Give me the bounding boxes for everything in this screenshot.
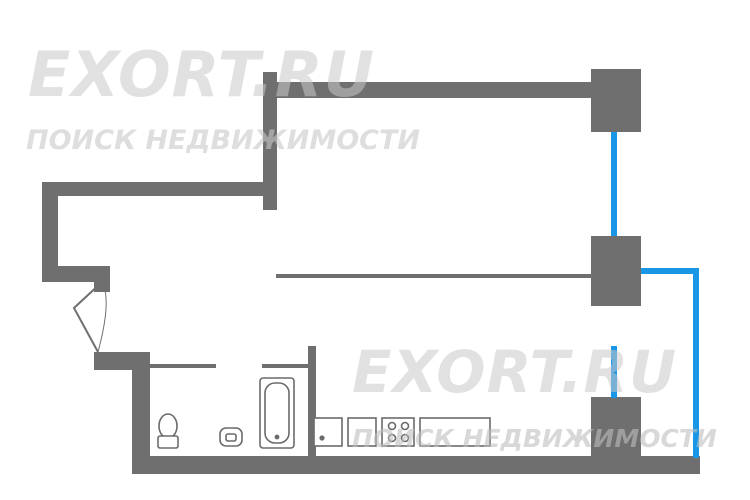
wall-room-divider [276, 274, 594, 278]
wall-bath-left [132, 352, 150, 474]
column-middle [591, 236, 641, 306]
window-lower [611, 346, 617, 398]
wall-bath-partition [150, 364, 216, 368]
stove-icon [381, 417, 415, 447]
window-right-top [641, 268, 699, 274]
wall-bath-partition-right [262, 364, 314, 368]
wall-left [42, 182, 58, 282]
counter-block-icon [347, 417, 377, 447]
wall-corridor-vertical [263, 72, 277, 210]
column-top [591, 69, 641, 132]
wall-top [263, 82, 599, 98]
wall-entry-notch [42, 266, 110, 282]
columns [591, 69, 641, 459]
countertop-icon [419, 417, 491, 447]
fixtures [157, 377, 491, 449]
windows [611, 132, 699, 458]
wall-bath-right [308, 346, 316, 460]
kitchen-sink-icon [313, 417, 343, 447]
column-bottom [591, 397, 641, 459]
bathtub-icon [259, 377, 295, 449]
entry-door [72, 281, 107, 353]
toilet-icon [157, 413, 179, 449]
window-upper [611, 132, 617, 236]
window-right-vertical [693, 268, 699, 458]
wall-bottom [132, 456, 700, 474]
washbasin-icon [219, 427, 243, 447]
wall-entry-top [42, 182, 277, 196]
